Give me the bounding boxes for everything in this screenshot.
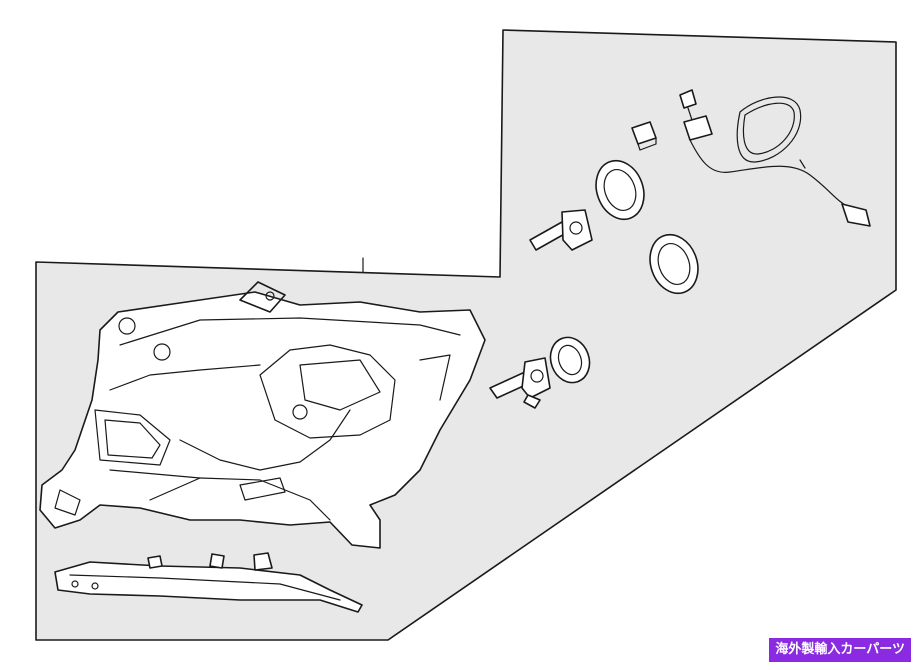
lower-trim-strip-icon [54, 552, 363, 613]
connector-icon [631, 121, 657, 151]
watermark-badge: 海外製輸入カーパーツ [769, 638, 911, 662]
seal-ring-icon [595, 159, 645, 221]
seal-ring-icon [549, 336, 591, 384]
bulb-icon [529, 209, 593, 251]
bulb-icon [489, 357, 551, 409]
wiring-harness-icon [679, 89, 871, 227]
headlamp-assembly-icon [39, 281, 486, 549]
seal-ring-icon [649, 233, 699, 295]
